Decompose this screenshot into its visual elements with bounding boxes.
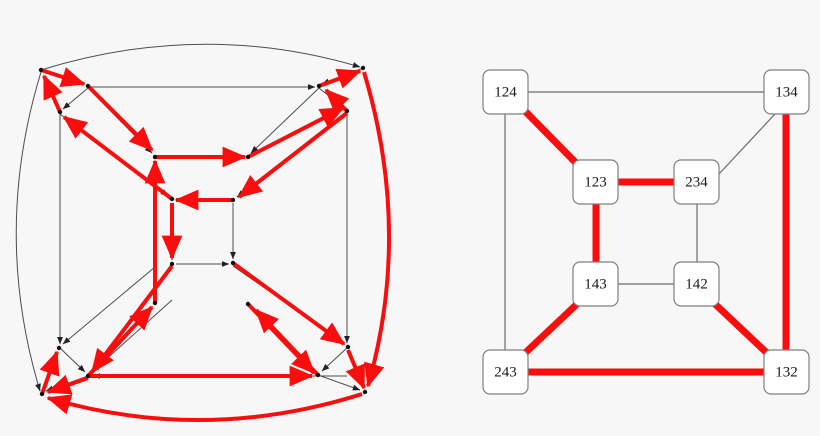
red-edge-tr-inward: [237, 111, 349, 199]
plain-edge-br-diag: [317, 374, 361, 391]
plain-edge-tl-strut: [62, 87, 89, 110]
vertex-dot: [316, 83, 322, 89]
cube-node-box[interactable]: [763, 69, 810, 115]
cube-node-132[interactable]: 132: [763, 349, 810, 395]
vertex-dot: [344, 108, 350, 114]
red-edge-bl-in: [46, 374, 89, 395]
cube-node-124[interactable]: 124: [482, 69, 529, 115]
plain-edge-tr-inner-a: [250, 87, 320, 154]
cube-plain-edge-group: [504, 91, 776, 350]
cube-node-box[interactable]: [763, 349, 810, 395]
cube-edge-142-132-highlight: [712, 301, 771, 357]
red-edge-tr-down: [247, 106, 345, 159]
plain-edge-br-strut: [321, 346, 349, 372]
cube-node-134[interactable]: 134: [763, 69, 810, 115]
cube-edge-134-234: [718, 113, 776, 175]
red-edge-bl-down: [90, 264, 174, 374]
left-diagram-svg: [15, 43, 391, 422]
vertex-dot: [57, 109, 63, 115]
red-edge-tl-long: [86, 84, 154, 152]
vertex-dot: [85, 83, 91, 89]
vertex-dot: [152, 300, 158, 306]
red-edge-outer-right: [362, 71, 391, 388]
red-edge-outer-bottom: [46, 392, 363, 422]
cube-node-box[interactable]: [482, 349, 529, 395]
vertex-dot: [39, 391, 45, 397]
cube-node-143[interactable]: 143: [572, 261, 619, 307]
vertex-group: [38, 65, 368, 397]
cube-highlight-edge-group: [521, 107, 790, 376]
cube-node-box[interactable]: [482, 69, 529, 115]
vertex-dot: [85, 373, 91, 379]
plain-edge-bl-inner-a: [62, 266, 156, 345]
cube-node-234[interactable]: 234: [673, 159, 720, 205]
cube-node-123[interactable]: 123: [572, 159, 619, 205]
vertex-dot: [245, 154, 251, 160]
vertex-dot: [230, 197, 236, 203]
red-edge-tl-up: [42, 74, 63, 113]
cube-node-142[interactable]: 142: [673, 261, 720, 307]
plain-edge-bl-strut: [59, 347, 86, 373]
vertex-dot: [362, 389, 368, 395]
vertex-dot: [315, 372, 321, 378]
plain-edge-outer-left: [15, 71, 42, 392]
vertex-dot: [169, 196, 175, 202]
red-edge-tr-in: [318, 68, 362, 89]
red-edge-br-out: [231, 261, 346, 346]
vertex-dot: [230, 260, 236, 266]
plain-edge-group: [15, 43, 364, 392]
cube-edge-143-243-highlight: [521, 301, 580, 357]
red-edge-tr-up: [324, 88, 350, 114]
right-diagram-panel: 124 134 123 234 143: [430, 0, 820, 436]
red-edge-br-corner: [345, 349, 366, 390]
vertex-dot: [345, 344, 351, 350]
red-edge-bl-corner: [39, 350, 60, 395]
cube-edge-124-123-highlight: [521, 107, 580, 167]
cube-node-243[interactable]: 243: [482, 349, 529, 395]
vertex-dot: [56, 345, 62, 351]
plain-edge-outer-top: [40, 43, 361, 71]
cube-node-box[interactable]: [572, 261, 619, 307]
vertex-dot: [152, 154, 158, 160]
vertex-dot: [245, 301, 251, 307]
left-diagram-panel: [15, 43, 391, 422]
vertex-dot: [169, 261, 175, 267]
cube-node-box[interactable]: [673, 261, 720, 307]
cube-node-box[interactable]: [572, 159, 619, 205]
red-edge-br-left: [254, 308, 320, 377]
cube-node-box[interactable]: [673, 159, 720, 205]
vertex-dot: [360, 65, 366, 71]
vertex-dot: [38, 67, 44, 73]
right-diagram-svg: 124 134 123 234 143: [482, 69, 810, 395]
highlighted-edge-group: [39, 67, 391, 422]
